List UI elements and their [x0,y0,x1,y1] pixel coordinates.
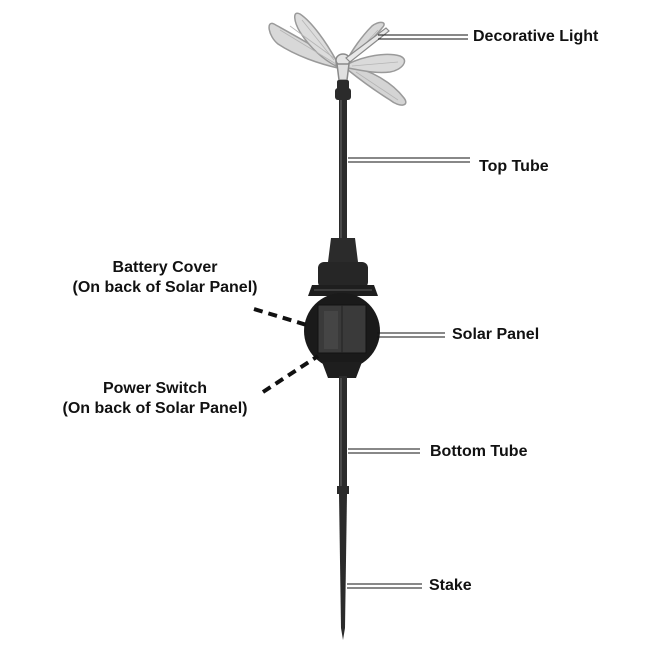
label-power-switch: Power Switch (On back of Solar Panel) [30,379,280,419]
bottom-tube [337,376,349,494]
leader-top-tube [348,157,470,163]
label-decorative-light: Decorative Light [473,28,599,45]
label-stake: Stake [429,577,472,594]
label-battery-cover-line2: (On back of Solar Panel) [72,279,258,296]
label-power-switch-line1: Power Switch [102,380,208,397]
leader-decorative-light [378,34,468,40]
solar-panel-housing [304,238,380,378]
leader-solar-panel [377,332,445,338]
leader-bottom-tube [348,448,420,454]
dragonfly-wing-upper-left-2 [294,12,337,68]
top-tube [335,80,351,240]
dragonfly-light [268,12,407,106]
label-top-tube: Top Tube [479,158,549,175]
label-battery-cover: Battery Cover (On back of Solar Panel) [40,258,290,298]
leader-battery-cover [253,307,311,328]
label-solar-panel: Solar Panel [452,326,540,343]
dragonfly-wing-right-large [347,53,406,74]
label-bottom-tube: Bottom Tube [430,443,528,460]
wing-veins [279,19,399,101]
dragonfly-thorax [336,63,350,81]
dragonfly-tail [345,27,390,63]
stake [339,494,347,640]
label-battery-cover-line1: Battery Cover [112,259,218,276]
leader-lines [253,34,470,589]
leader-stake [347,583,422,589]
leader-power-switch [261,354,320,394]
label-power-switch-line2: (On back of Solar Panel) [62,400,248,417]
